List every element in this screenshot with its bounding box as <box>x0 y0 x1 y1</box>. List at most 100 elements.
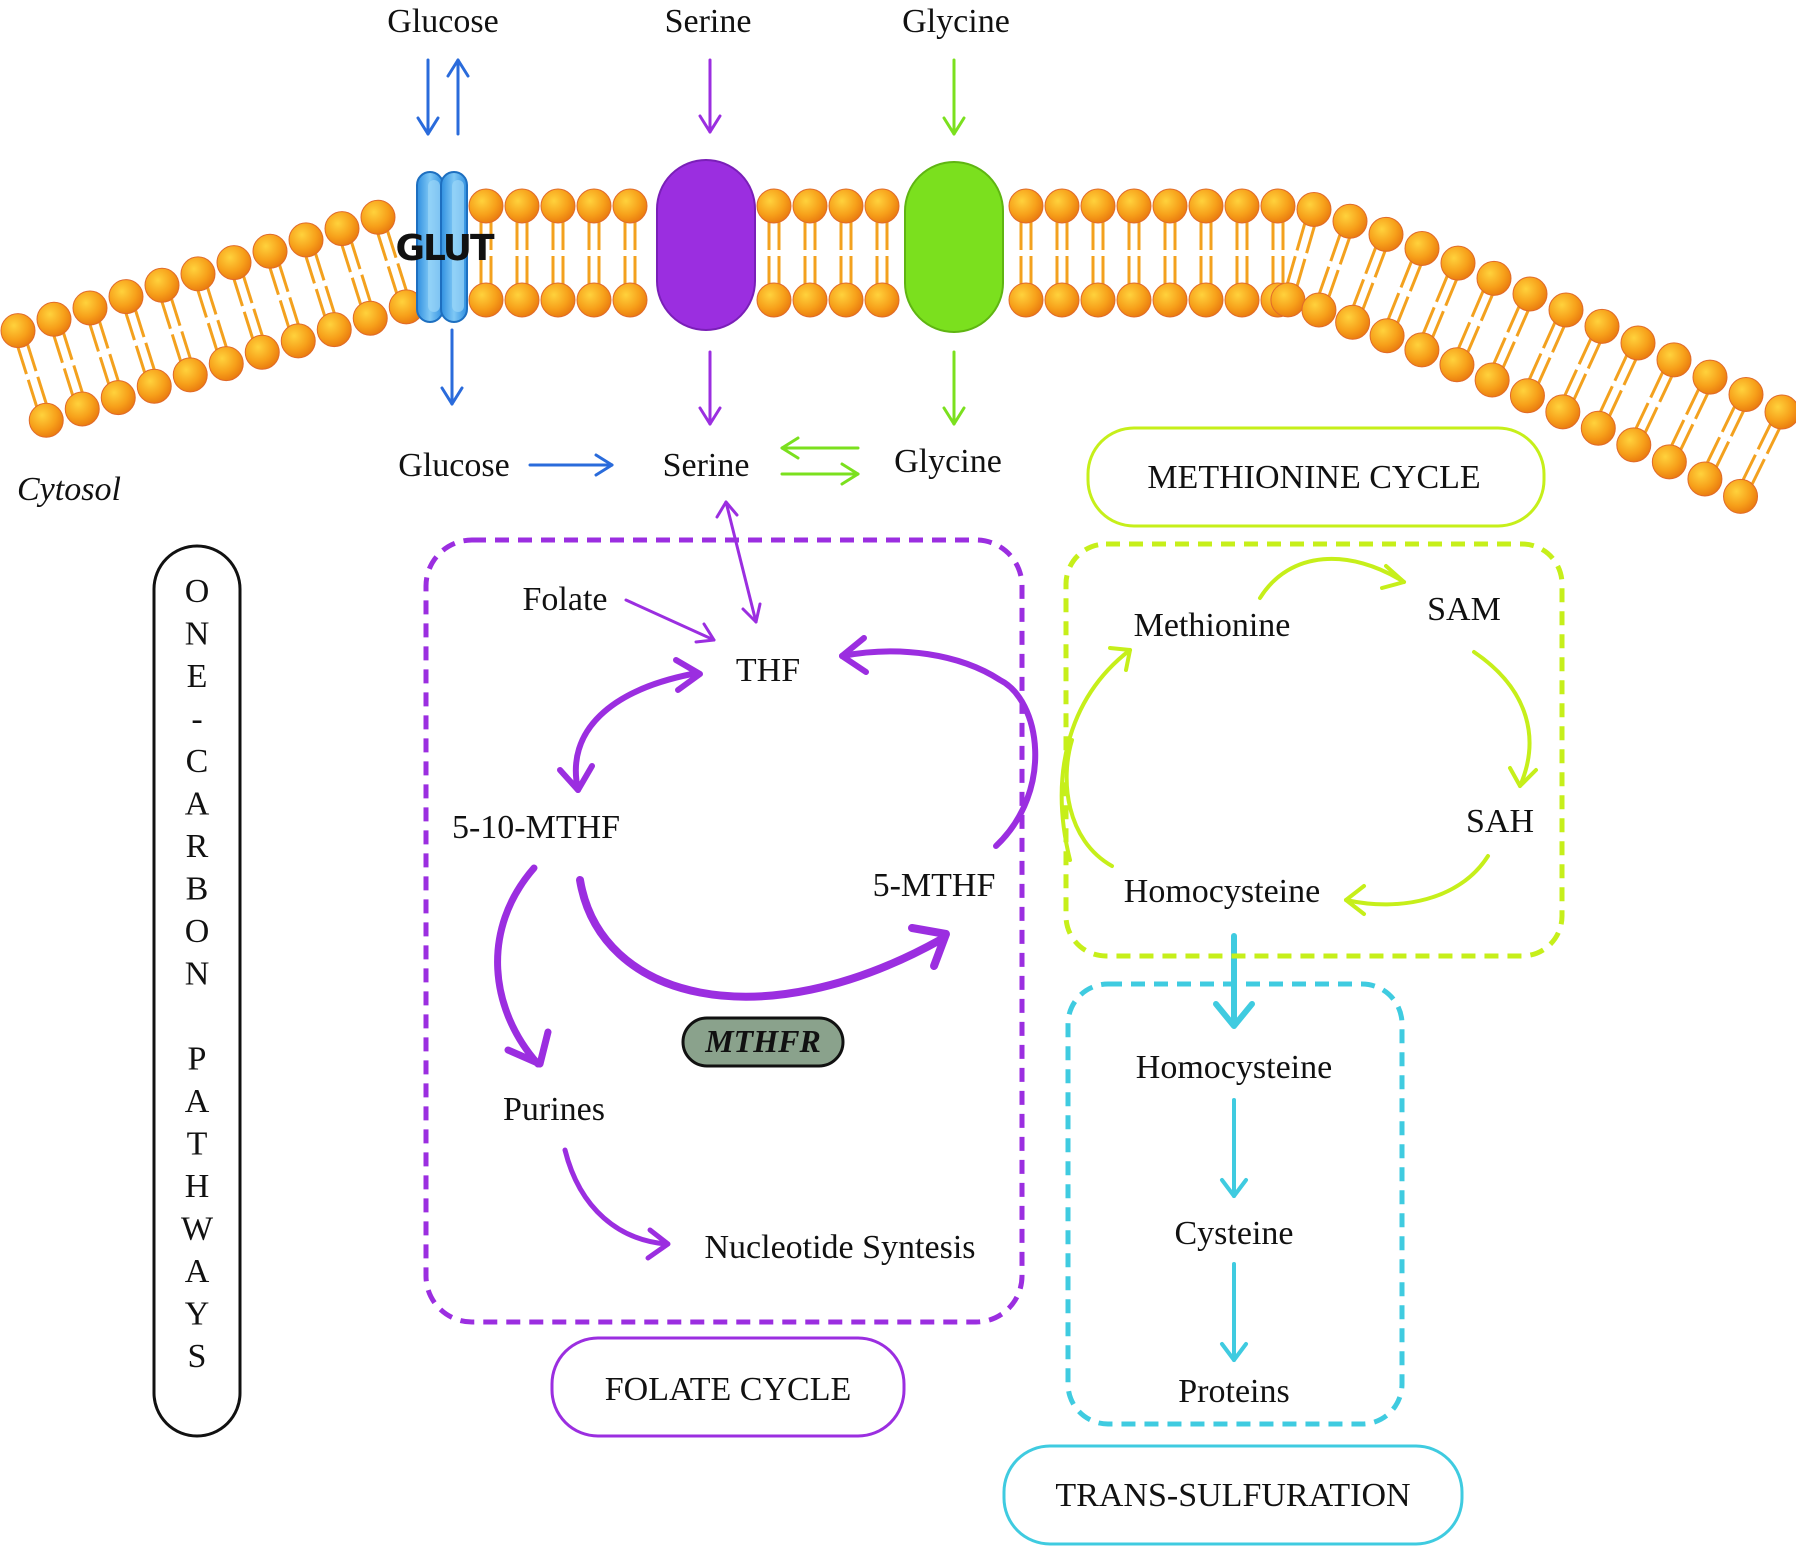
serine-to-glycine-arrow <box>780 462 860 486</box>
lipid-tail <box>232 278 244 307</box>
5-mthf-label: 5-MTHF <box>873 867 996 904</box>
lipid-tail <box>1364 247 1378 275</box>
side-label-letter: Y <box>185 1296 210 1333</box>
lipid-head <box>1116 282 1152 318</box>
homocysteine-label: Homocysteine <box>1124 873 1320 910</box>
lipid-tail <box>1492 337 1507 364</box>
mthfr-label: MTHFR <box>704 1023 821 1059</box>
lipid-head <box>864 282 900 318</box>
cytosol-label: Cytosol <box>17 471 121 508</box>
lipid-tail <box>350 241 362 270</box>
lipid-head <box>288 222 324 258</box>
lipid-head <box>108 279 144 315</box>
folate-cycle-title-box <box>550 1336 906 1438</box>
sam-to-sah-arrow <box>1472 650 1538 788</box>
mthfr-arrow <box>576 876 950 1001</box>
side-label-letter: P <box>188 1041 207 1078</box>
one-carbon-pathways-frame <box>152 544 242 1438</box>
glucose-cytosol-arrow <box>440 328 464 406</box>
lipid-head <box>1008 282 1044 318</box>
outside-glycine-label: Glycine <box>902 3 1010 40</box>
lipid-head <box>1474 362 1510 398</box>
lipid-tail <box>1470 290 1485 318</box>
lipid-tail <box>216 319 228 348</box>
lipid-head <box>1332 203 1368 239</box>
folate-to-thf-arrow <box>624 598 716 644</box>
5-10-mthf-label: 5-10-MTHF <box>452 809 620 846</box>
lipid-head <box>792 188 828 224</box>
side-label-letter: W <box>181 1211 214 1248</box>
lipid-tail <box>108 353 120 382</box>
glucose-to-serine-arrow <box>528 453 614 477</box>
purines-to-nucleotide-arrow <box>562 1147 671 1261</box>
lipid-tail <box>1586 342 1602 370</box>
lipid-tail <box>36 376 48 404</box>
cysteine-label: Cysteine <box>1175 1215 1294 1252</box>
lipid-head <box>612 282 648 318</box>
side-label-letter: - <box>191 701 202 738</box>
lipid-head <box>1368 216 1404 252</box>
serine-transporter-icon <box>656 159 756 331</box>
lipid-tail <box>252 308 264 336</box>
lipid-tail <box>376 233 388 262</box>
lipid-head <box>468 282 504 318</box>
lipid-tail <box>1679 423 1695 451</box>
lipid-head <box>1440 245 1476 281</box>
side-label-letter: O <box>185 573 210 610</box>
lipid-head <box>280 323 316 359</box>
serine-import-arrow <box>698 58 722 134</box>
sah-to-homocysteine-arrow <box>1344 854 1490 916</box>
side-label-letter: B <box>186 871 209 908</box>
lipid-tail <box>88 324 100 352</box>
lipid-tail <box>386 230 398 259</box>
glycine-transporter-icon <box>904 161 1004 333</box>
lipid-tail <box>1352 278 1365 307</box>
lipid-head <box>1080 188 1116 224</box>
side-label-letter: A <box>185 786 210 823</box>
methionine-cycle-title-box <box>1086 426 1546 528</box>
lipid-tail <box>1386 292 1401 320</box>
lipid-head <box>1728 376 1764 412</box>
lipid-tail <box>16 346 28 375</box>
lipid-head <box>1439 347 1475 383</box>
lipid-tail <box>324 285 336 314</box>
homocysteine-to-methionine-arrow <box>1064 738 1114 868</box>
lipid-head <box>1404 332 1440 368</box>
glycine-import-arrow <box>942 58 966 136</box>
lipid-tail <box>124 312 136 341</box>
side-label-letter: N <box>185 956 210 993</box>
lipid-tail <box>1305 225 1316 254</box>
lipid-head <box>360 199 396 235</box>
lipid-tail <box>1318 266 1331 294</box>
lipid-head <box>1545 394 1581 430</box>
lipid-head <box>1764 394 1796 430</box>
side-label-letter: A <box>185 1253 210 1290</box>
cytosol-glycine-label: Glycine <box>894 443 1002 480</box>
glut-label: GLUT <box>396 228 495 269</box>
lipid-tail <box>1466 325 1481 353</box>
lipid-tail <box>170 298 182 327</box>
lipid-head <box>504 188 540 224</box>
lipid-bilayer-icon <box>0 188 1796 514</box>
5-10-mthf-to-purines-arrow <box>494 864 552 1068</box>
lipid-head <box>0 313 36 349</box>
lipid-tail <box>134 345 147 373</box>
lipid-tail <box>350 277 363 305</box>
lipid-head <box>1080 282 1116 318</box>
cytosol-glucose-label: Glucose <box>398 447 509 484</box>
lipid-tail <box>26 379 39 407</box>
5-mthf-to-methionine-arrow <box>1059 646 1132 862</box>
folate-label: Folate <box>523 581 608 618</box>
lipid-tail <box>52 335 64 364</box>
lipid-head <box>1548 292 1584 328</box>
purines-label: Purines <box>503 1091 605 1128</box>
lipid-tail <box>1741 454 1757 481</box>
lipid-head <box>1044 188 1080 224</box>
lipid-tail <box>1408 264 1423 292</box>
lipid-tail <box>1706 436 1721 464</box>
lipid-tail <box>1399 260 1413 288</box>
outside-glucose-label: Glucose <box>387 3 498 40</box>
lipid-head <box>172 357 208 393</box>
lipid-head <box>1476 260 1512 296</box>
lipid-tail <box>1422 306 1436 334</box>
